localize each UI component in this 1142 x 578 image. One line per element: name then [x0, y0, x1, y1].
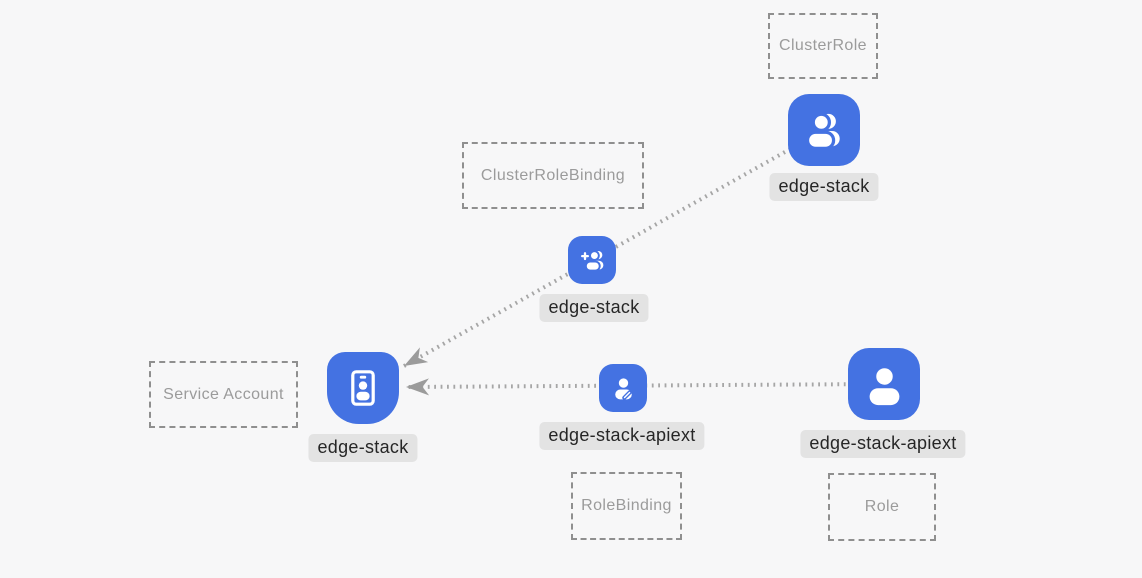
users-icon — [801, 107, 847, 153]
edge-role-to-serviceaccount — [405, 378, 885, 396]
node-clusterrole-name: edge-stack — [769, 173, 879, 201]
id-badge-icon — [339, 364, 387, 412]
node-serviceaccount-name: edge-stack — [308, 434, 418, 462]
type-box-serviceaccount-label: Service Account — [163, 385, 284, 403]
node-clusterrolebinding — [568, 236, 616, 284]
node-serviceaccount — [327, 352, 399, 424]
type-box-role: Role — [828, 473, 936, 541]
user-edit-icon — [608, 373, 639, 404]
type-box-clusterrolebinding: ClusterRoleBinding — [462, 142, 644, 209]
type-box-serviceaccount: Service Account — [149, 361, 298, 428]
type-box-role-label: Role — [864, 498, 900, 515]
node-clusterrole — [788, 94, 860, 166]
type-box-rolebinding-label: RoleBinding — [581, 497, 672, 514]
user-icon — [861, 361, 908, 408]
type-box-clusterrolebinding-label: ClusterRoleBinding — [480, 166, 626, 184]
node-role-name: edge-stack-apiext — [800, 430, 966, 458]
node-rolebinding — [599, 364, 647, 412]
node-clusterrolebinding-name: edge-stack — [539, 294, 649, 322]
type-box-clusterrole-label: ClusterRole — [779, 37, 867, 54]
user-plus-icon — [577, 245, 608, 276]
node-rolebinding-name: edge-stack-apiext — [539, 422, 705, 450]
type-box-rolebinding: RoleBinding — [571, 472, 682, 540]
type-box-clusterrole: ClusterRole — [768, 13, 878, 79]
node-role — [848, 348, 920, 420]
